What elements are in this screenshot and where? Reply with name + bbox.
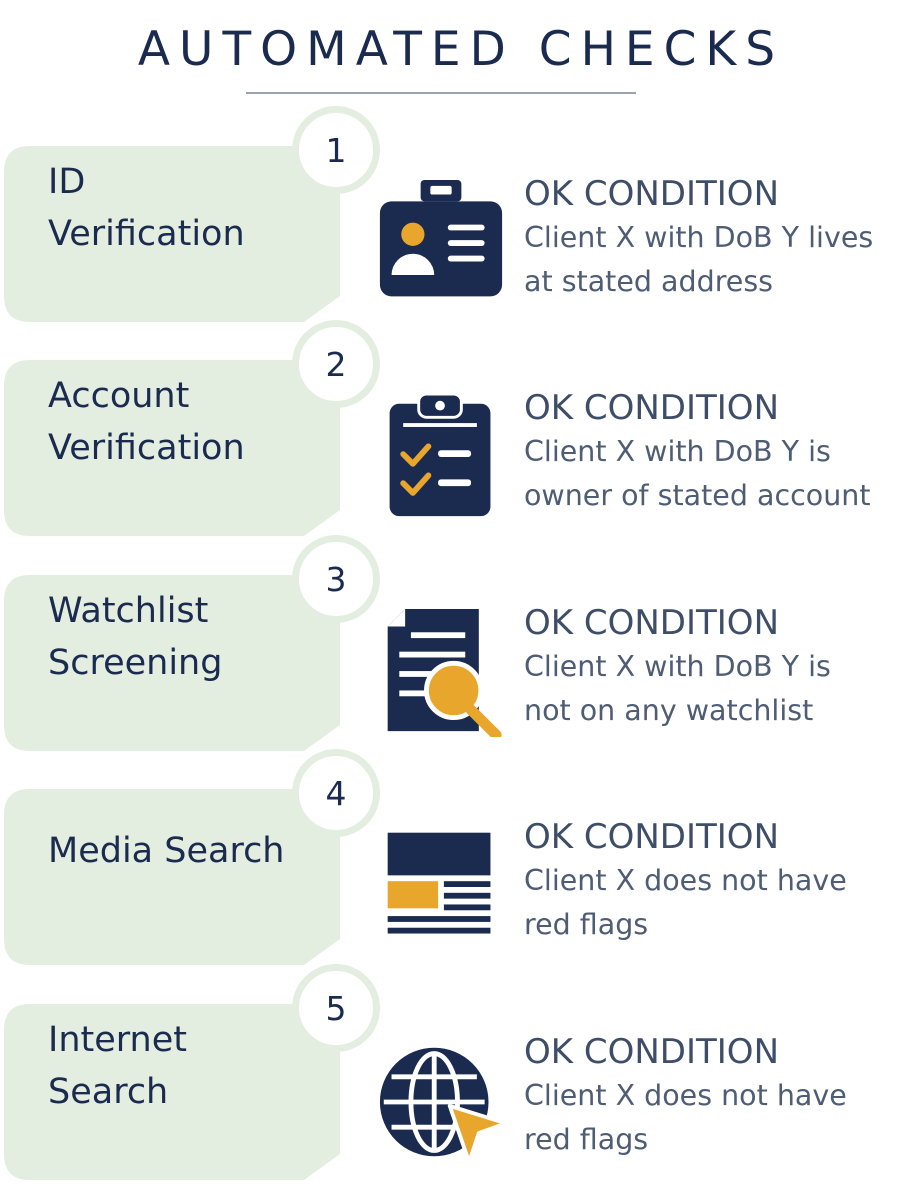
condition-text: Client X with DoB Y lives at stated addr… (524, 221, 874, 298)
condition-block: OK CONDITION Client X with DoB Y lives a… (524, 172, 919, 304)
check-row: Media Search 4 OK CONDITION Client X doe… (0, 749, 922, 965)
step-number-badge: 3 (292, 535, 380, 623)
step-number: 3 (325, 559, 347, 599)
check-tag (4, 575, 340, 751)
condition-text: Client X with DoB Y is not on any watchl… (524, 650, 831, 727)
check-row: Internet Search 5 OK CONDITION Client X … (0, 964, 922, 1180)
check-tag (4, 360, 340, 536)
id-card-icon (379, 180, 503, 297)
condition-title: OK CONDITION (524, 174, 779, 214)
step-number-badge: 1 (292, 106, 380, 194)
title-underline (246, 92, 636, 94)
check-tag (4, 1004, 340, 1180)
step-number: 4 (325, 773, 347, 813)
check-label: Internet Search (48, 1020, 187, 1112)
step-number-badge: 4 (292, 749, 380, 837)
check-row: Account Verification 2 OK CONDITION Clie… (0, 320, 922, 536)
check-label: ID Verification (48, 162, 245, 254)
check-row: Watchlist Screening 3 OK CONDITION Clien… (0, 535, 922, 751)
condition-title: OK CONDITION (524, 1032, 779, 1072)
condition-block: OK CONDITION Client X with DoB Y is not … (524, 601, 919, 733)
condition-title: OK CONDITION (524, 603, 779, 643)
check-tag (4, 789, 340, 965)
condition-block: OK CONDITION Client X does not have red … (524, 1030, 919, 1162)
globe-cursor-icon (379, 1047, 508, 1165)
step-number: 5 (325, 988, 347, 1028)
condition-text: Client X does not have red flags (524, 1079, 847, 1156)
condition-text: Client X with DoB Y is owner of stated a… (524, 435, 871, 512)
check-row: ID Verification 1 OK CONDITION Client X … (0, 106, 922, 322)
check-label: Media Search (48, 831, 285, 871)
step-number-badge: 5 (292, 964, 380, 1052)
document-search-icon (387, 609, 502, 737)
page-title: AUTOMATED CHECKS (137, 22, 785, 77)
step-number: 1 (325, 130, 347, 170)
clipboard-checklist-icon (389, 394, 491, 517)
condition-text: Client X does not have red flags (524, 864, 847, 941)
newspaper-icon (387, 832, 491, 934)
check-tag (4, 146, 340, 322)
check-label: Watchlist Screening (48, 591, 223, 683)
condition-block: OK CONDITION Client X does not have red … (524, 815, 919, 947)
condition-title: OK CONDITION (524, 817, 779, 857)
step-number-badge: 2 (292, 320, 380, 408)
condition-block: OK CONDITION Client X with DoB Y is owne… (524, 386, 919, 518)
step-number: 2 (325, 344, 347, 384)
check-label: Account Verification (48, 376, 245, 468)
condition-title: OK CONDITION (524, 388, 779, 428)
